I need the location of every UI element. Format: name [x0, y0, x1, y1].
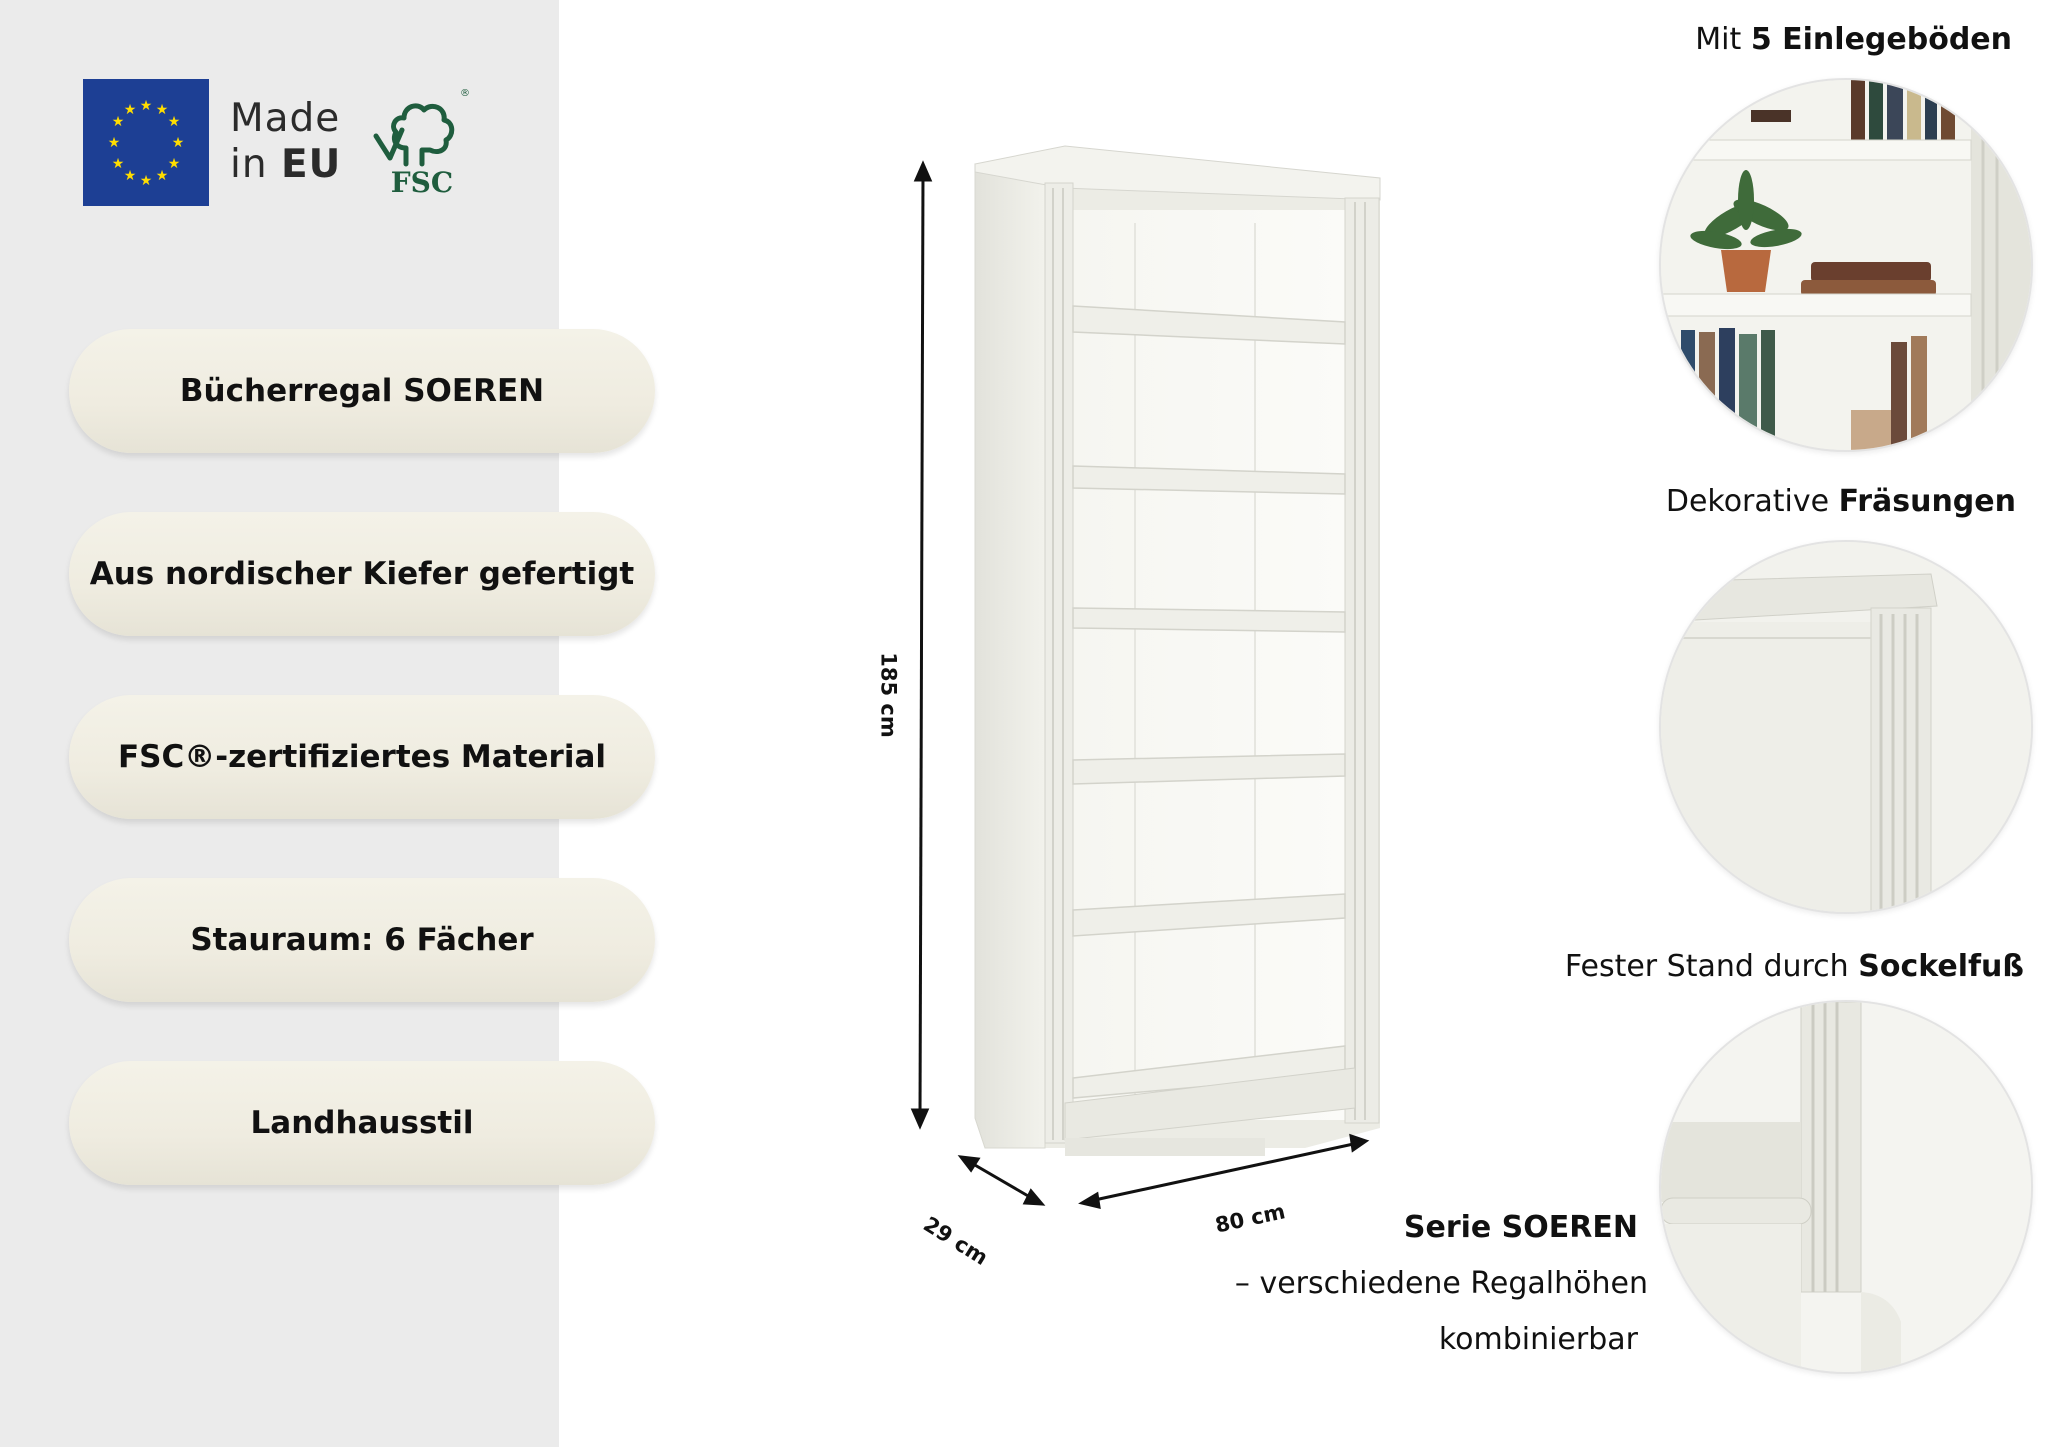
- svg-text:★: ★: [140, 173, 153, 189]
- feature-pill-material: Aus nordischer Kiefer gefertigt: [69, 512, 655, 636]
- detail-circle-shelves: [1659, 78, 2033, 452]
- height-label: 185 cm: [876, 652, 901, 738]
- svg-text:★: ★: [168, 114, 181, 130]
- fsc-logo: ® FSC: [372, 84, 472, 199]
- svg-text:★: ★: [124, 102, 137, 118]
- series-line3: kombinierbar: [1438, 1322, 1638, 1357]
- svg-text:★: ★: [172, 135, 185, 151]
- made-line1: Made: [230, 96, 341, 141]
- detail-label-shelves-prefix: Mit: [1695, 22, 1751, 57]
- eu-flag-icon: ★★★ ★★★ ★★★ ★★★: [83, 79, 209, 206]
- made-line2-prefix: in: [230, 142, 281, 187]
- svg-text:★: ★: [124, 168, 137, 184]
- svg-text:★: ★: [156, 168, 169, 184]
- feature-pill-certified: FSC®-zertifiziertes Material: [69, 695, 655, 819]
- feature-pill-style: Landhausstil: [69, 1061, 655, 1185]
- made-line2-bold: EU: [280, 142, 342, 187]
- svg-text:★: ★: [112, 114, 125, 130]
- detail-label-milling: Dekorative Fräsungen: [1666, 484, 2016, 519]
- detail-label-base-prefix: Fester Stand durch: [1564, 949, 1859, 984]
- detail-label-shelves-bold: 5 Einlegeböden: [1750, 22, 2012, 57]
- svg-text:★: ★: [108, 135, 121, 151]
- svg-text:★: ★: [112, 156, 125, 172]
- feature-pill-name: Bücherregal SOEREN: [69, 329, 655, 453]
- svg-text:★: ★: [156, 102, 169, 118]
- detail-label-base: Fester Stand durch Sockelfuß: [1565, 949, 2024, 984]
- detail-circle-base: [1659, 1000, 2033, 1374]
- detail-label-base-bold: Sockelfuß: [1858, 949, 2024, 984]
- detail-label-milling-bold: Fräsungen: [1838, 484, 2016, 519]
- made-line2: in EU: [230, 142, 341, 188]
- svg-text:★: ★: [168, 156, 181, 172]
- fsc-text: FSC: [391, 166, 453, 199]
- made-in-eu-text: Made in EU: [230, 96, 341, 188]
- detail-label-shelves: Mit 5 Einlegeböden: [1695, 22, 2012, 57]
- series-line2: – verschiedene Regalhöhen: [1234, 1266, 1648, 1301]
- svg-text:★: ★: [140, 98, 153, 114]
- feature-pill-storage: Stauraum: 6 Fächer: [69, 878, 655, 1002]
- detail-label-milling-prefix: Dekorative: [1665, 484, 1839, 519]
- fsc-registered: ®: [460, 88, 470, 99]
- detail-circle-milling: [1659, 540, 2033, 914]
- series-title: Serie SOEREN: [1403, 1210, 1638, 1245]
- bookshelf-image: [925, 128, 1390, 1198]
